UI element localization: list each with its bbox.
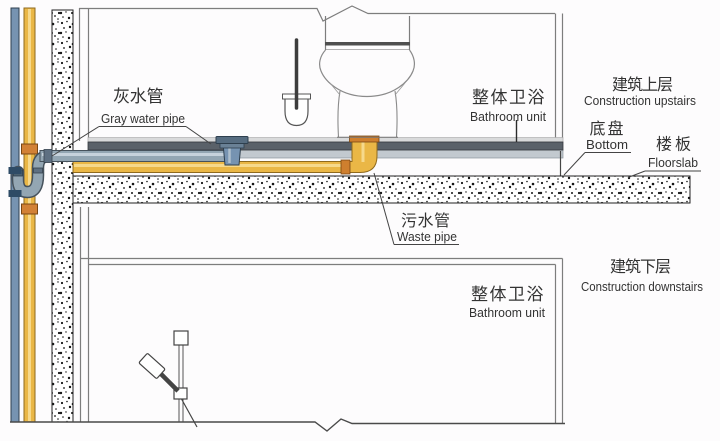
trap-hub bbox=[33, 167, 43, 174]
label-slab-zh: 楼板 bbox=[656, 136, 692, 154]
shower-holder bbox=[173, 387, 188, 400]
blue-riser-coupling bbox=[8, 167, 22, 174]
yellow-riser-coupling bbox=[21, 203, 38, 215]
gray-pipe-elbow-hub bbox=[43, 149, 53, 163]
toilet-funnel-lines bbox=[329, 82, 406, 96]
label-downstairs-zh: 建筑下层 bbox=[610, 258, 672, 276]
annotation-bathroom-unit-lower: 整体卫浴 Bathroom unit bbox=[469, 285, 546, 320]
label-pan-en: Bottom bbox=[586, 138, 628, 152]
floor-drain-flange bbox=[215, 136, 249, 144]
upper-unit-ceiling-with-break bbox=[79, 5, 555, 22]
label-gray-water-zh: 灰水管 bbox=[113, 87, 165, 106]
toilet bbox=[319, 16, 415, 138]
label-gray-water-en: Gray water pipe bbox=[101, 112, 185, 126]
wall-column bbox=[51, 9, 74, 423]
label-unit-lower-zh: 整体卫浴 bbox=[471, 285, 545, 304]
label-downstairs-en: Construction downstairs bbox=[581, 280, 703, 294]
annotation-waste-pipe: 污水管 Waste pipe bbox=[373, 172, 459, 245]
annotation-floor-slab: 楼板 Floorslab bbox=[627, 136, 701, 178]
label-unit-upper-zh: 整体卫浴 bbox=[472, 88, 546, 107]
label-unit-lower-en: Bathroom unit bbox=[469, 306, 546, 320]
lower-floor-line-with-break bbox=[10, 418, 565, 432]
label-pan-zh: 底盘 bbox=[590, 119, 625, 138]
annotation-construction-downstairs: 建筑下层 Construction downstairs bbox=[581, 258, 703, 294]
label-upstairs-zh: 建筑上层 bbox=[612, 76, 674, 94]
bottom-pan bbox=[87, 141, 564, 151]
leader-line bbox=[51, 126, 100, 157]
toilet-lid-bar bbox=[325, 42, 410, 46]
annotation-bottom-pan: 底盘 Bottom bbox=[563, 119, 631, 176]
blue-riser-pipe bbox=[10, 7, 20, 423]
label-waste-en: Waste pipe bbox=[397, 230, 457, 244]
leader-line bbox=[373, 172, 395, 245]
waste-pipe-coupling bbox=[340, 159, 351, 175]
waste-elbow-flange bbox=[349, 135, 380, 143]
shower-handle bbox=[159, 372, 180, 393]
unit-floor-panel bbox=[87, 137, 564, 143]
brush-cup bbox=[284, 99, 309, 127]
label-unit-upper-en: Bathroom unit bbox=[470, 110, 547, 124]
annotation-gray-water-pipe: 灰水管 Gray water pipe bbox=[51, 87, 212, 157]
label-waste-zh: 污水管 bbox=[401, 212, 451, 230]
label-slab-en: Floorslab bbox=[648, 156, 698, 170]
toilet-brush bbox=[282, 38, 311, 127]
shower-rail-cap bbox=[173, 330, 189, 346]
annotation-construction-upstairs: 建筑上层 Construction upstairs bbox=[584, 76, 696, 108]
annotation-bathroom-unit-upper: 整体卫浴 Bathroom unit bbox=[470, 88, 547, 124]
leader-line bbox=[185, 126, 212, 145]
label-upstairs-en: Construction upstairs bbox=[584, 94, 696, 108]
leader-line bbox=[627, 170, 646, 178]
leader-line bbox=[563, 152, 586, 176]
shower-head bbox=[138, 353, 166, 379]
yellow-riser-coupling bbox=[21, 143, 38, 155]
blue-riser-coupling bbox=[8, 190, 22, 197]
shower-set bbox=[138, 330, 198, 428]
toilet-bowl bbox=[319, 49, 415, 98]
